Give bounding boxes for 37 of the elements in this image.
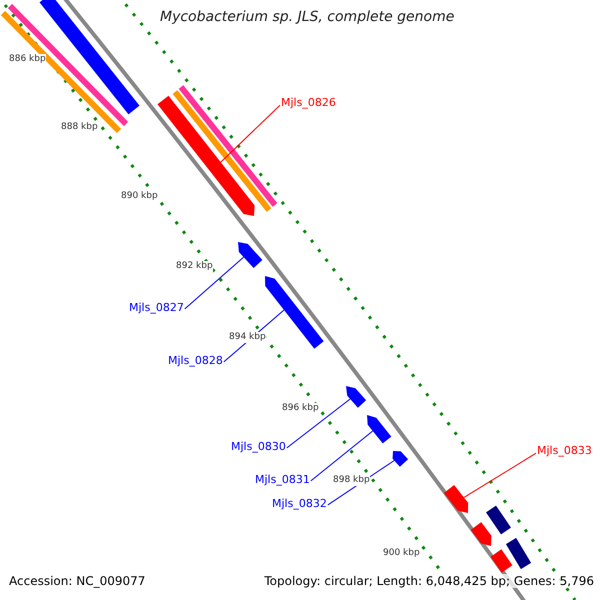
gene-bar [490,549,512,573]
info-text: Accession: NC_009077 [7,574,148,588]
gene-bar [367,415,392,444]
gene-bar [444,485,468,513]
gene-bar [470,522,492,546]
scale-label: 888 kbp [61,122,98,133]
gene-bar [392,451,408,467]
gene-label: Mjls_0833 [537,444,592,458]
scale-label: 890 kbp [121,191,158,202]
gene-label: Mjls_0831 [255,473,310,486]
gene-label: Mjls_0827 [129,301,184,314]
scale-label: 896 kbp [282,403,319,414]
leader-line [464,452,536,498]
leader-line [184,256,244,310]
gene-label: Mjls_0828 [168,354,223,368]
scale-label: 898 kbp [333,475,370,486]
title: Mycobacterium sp. JLS, complete genome [160,9,454,26]
gene-bar [486,506,511,534]
gene-bar [158,96,255,216]
gene-label: Mjls_0826 [281,96,336,110]
gene-bar [346,386,366,408]
scale-label: 900 kbp [383,548,420,559]
gene-label: Mjls_0832 [272,497,327,510]
gene-bar [0,10,122,134]
gene-bar [506,538,532,570]
leader-line [310,430,374,482]
scale-label: 894 kbp [229,332,266,343]
scale-label: 892 kbp [176,261,213,272]
info-text: Topology: circular; Length: 6,048,425 bp; Genes: 5,796 [262,574,596,588]
leader-line [220,104,280,163]
gene-bar [178,85,278,207]
gene-bar [265,276,324,349]
gene-label: Mjls_0830 [231,440,286,454]
leader-line [286,398,351,448]
scale-label: 886 kbp [9,54,46,65]
gene-bar [172,90,272,212]
gene-bar [238,242,262,268]
